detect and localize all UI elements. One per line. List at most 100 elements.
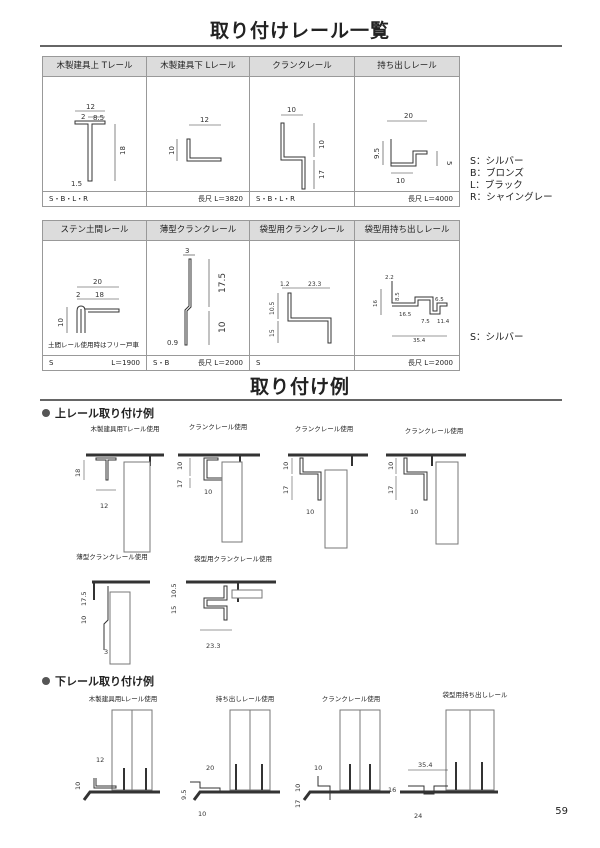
- svg-text:15: 15: [170, 606, 178, 614]
- svg-text:17: 17: [176, 480, 184, 488]
- svg-text:24: 24: [414, 812, 422, 820]
- thin-dim-175: 17.5: [218, 273, 228, 293]
- fmochi-length: 長尺 L＝2000: [408, 359, 453, 367]
- upper-caption-1: 木製建具用Tレール使用: [90, 425, 160, 433]
- sten-rail-note: 土間レール使用時はフリー戸車: [48, 341, 139, 349]
- l-rail-length: 長尺 L＝3820: [198, 195, 243, 203]
- svg-text:12: 12: [100, 502, 108, 510]
- fukuro-crank-dim-233: 23.3: [308, 281, 322, 288]
- svg-text:10: 10: [294, 784, 302, 792]
- fmochi-dim-65: 6.5: [435, 297, 444, 303]
- color-legend-2: S：シルバー: [470, 332, 524, 343]
- fcrank-colors: S: [256, 359, 261, 367]
- header-crank-rail: クランクレール: [249, 56, 355, 77]
- crank-rail-dim-10b: 10: [318, 140, 326, 149]
- l-rail-dim-10: 10: [168, 146, 176, 155]
- svg-text:17: 17: [294, 800, 302, 808]
- svg-text:10: 10: [410, 508, 418, 516]
- svg-text:12: 12: [96, 756, 104, 764]
- header-fukuro-crank-rail: 袋型用クランクレール: [249, 220, 355, 241]
- svg-text:10.5: 10.5: [170, 584, 178, 598]
- sten-dim-18: 18: [95, 291, 104, 299]
- bullet-icon: [42, 409, 50, 417]
- upper-caption-5: 薄型クランクレール使用: [76, 553, 148, 561]
- sten-dim-2: 2: [76, 291, 80, 299]
- bullet-icon: [42, 677, 50, 685]
- t-rail-colors: S・B・L・R: [49, 195, 89, 203]
- svg-text:16: 16: [388, 786, 396, 794]
- upper-caption-3: クランクレール使用: [294, 425, 354, 433]
- upper-caption-6: 袋型用クランクレール使用: [194, 555, 272, 563]
- svg-text:10: 10: [74, 782, 82, 790]
- sten-dim-20: 20: [93, 278, 102, 286]
- sten-colors: S: [49, 359, 54, 367]
- header-t-rail: 木製建具上 Tレール: [42, 56, 147, 77]
- svg-text:10: 10: [198, 810, 206, 818]
- fukuro-crank-dim-15: 15: [269, 329, 276, 337]
- thin-dim-09: 0.9: [167, 339, 178, 347]
- title-rule: [40, 45, 562, 47]
- t-rail-dim-18: 18: [119, 146, 127, 155]
- svg-text:9.5: 9.5: [180, 790, 188, 800]
- svg-text:10: 10: [80, 616, 88, 624]
- header-l-rail: 木製建具下 Lレール: [146, 56, 250, 77]
- svg-text:17: 17: [387, 486, 395, 494]
- mochi-rail-dim-95: 9.5: [373, 148, 381, 159]
- fmochi-dim-75: 7.5: [421, 319, 430, 325]
- t-rail-dim-85: 8.5: [93, 114, 104, 122]
- lower-heading: 下レール取り付け例: [42, 673, 154, 689]
- rail-table-2: ステン土間レール 薄型クランクレール 袋型用クランクレール 袋型用持ち出しレール…: [42, 220, 460, 371]
- lower-caption-2: 持ち出しレール使用: [215, 695, 275, 703]
- fmochi-dim-354: 35.4: [413, 338, 426, 344]
- mochidashi-rail-drawing: 20 9.5 5 10: [354, 76, 460, 192]
- fmochi-dim-16: 16: [373, 300, 379, 307]
- svg-text:17.5: 17.5: [80, 592, 88, 606]
- header-fukuro-mochi-rail: 袋型用持ち出しレール: [354, 220, 460, 241]
- upper-caption-2: クランクレール使用: [188, 423, 248, 431]
- lower-caption-3: クランクレール使用: [321, 695, 381, 703]
- crank-rail-colors: S・B・L・R: [256, 195, 296, 203]
- fmochi-dim-85: 8.5: [395, 292, 401, 301]
- fmochi-dim-114: 11.4: [437, 319, 450, 325]
- mochi-rail-dim-5: 5: [445, 161, 453, 165]
- mochi-rail-length: 長尺 L＝4000: [408, 195, 453, 203]
- svg-text:3: 3: [104, 648, 108, 656]
- upper-heading: 上レール取り付け例: [42, 405, 154, 421]
- header-mochidashi-rail: 持ち出しレール: [354, 56, 460, 77]
- lower-caption-1: 木製建具用Lレール使用: [88, 695, 158, 703]
- thin-dim-3: 3: [185, 247, 189, 255]
- upper-caption-4: クランクレール使用: [404, 427, 464, 435]
- fukuro-mochi-rail-drawing: 2.2 8.5 16 16.5 6.5 7.5 11.4 35.4: [354, 240, 460, 356]
- thin-colors: S・B: [153, 359, 170, 367]
- fukuro-crank-dim-12: 1.2: [280, 281, 290, 288]
- svg-text:10: 10: [314, 764, 322, 772]
- sten-length: L＝1900: [111, 359, 140, 367]
- examples-rule: [40, 399, 562, 401]
- t-rail-dim-15: 1.5: [71, 180, 82, 188]
- mochi-rail-dim-20: 20: [404, 112, 413, 120]
- svg-text:10: 10: [306, 508, 314, 516]
- l-rail-drawing: 12 10: [146, 76, 250, 192]
- t-rail-dim-12: 12: [86, 103, 95, 111]
- svg-text:35.4: 35.4: [418, 761, 432, 769]
- l-rail-dim-12: 12: [200, 116, 209, 124]
- svg-text:10: 10: [176, 462, 184, 470]
- color-legend-1: S：シルバー B：ブロンズ L：ブラック R：シャイングレー: [470, 156, 553, 203]
- sten-rail-drawing: 20 2 18 10 土間レール使用時はフリー戸車: [42, 240, 147, 356]
- t-rail-drawing: 12 2 8.5 18 1.5: [42, 76, 147, 192]
- thin-crank-rail-drawing: 3 17.5 10 0.9: [146, 240, 250, 356]
- fmochi-dim-165: 16.5: [399, 312, 412, 318]
- svg-text:10: 10: [204, 488, 212, 496]
- lower-caption-4: 袋型用持ち出しレール: [442, 691, 508, 699]
- crank-rail-dim-17: 17: [318, 170, 326, 179]
- svg-text:10: 10: [387, 462, 395, 470]
- rail-table-1: 木製建具上 Tレール 木製建具下 Lレール クランクレール 持ち出しレール 12…: [42, 56, 460, 207]
- svg-text:10: 10: [282, 462, 290, 470]
- mochi-rail-dim-10: 10: [396, 177, 405, 185]
- fukuro-crank-dim-105: 10.5: [269, 301, 276, 315]
- crank-rail-dim-10a: 10: [287, 106, 296, 114]
- fmochi-dim-22: 2.2: [385, 275, 394, 281]
- t-rail-dim-2: 2: [81, 113, 85, 121]
- crank-rail-drawing: 10 10 17: [249, 76, 355, 192]
- svg-text:18: 18: [74, 469, 82, 477]
